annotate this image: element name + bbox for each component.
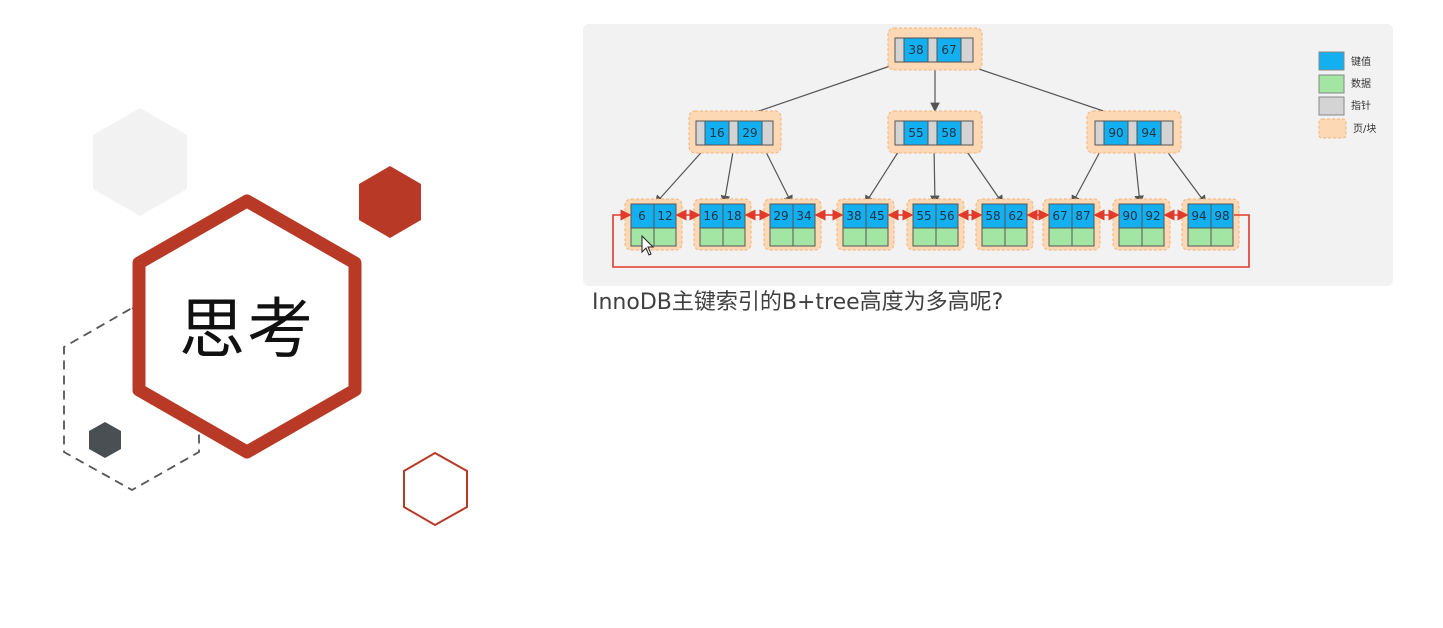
leaf-node-9: 94 98 (1181, 198, 1240, 251)
leaf-node-2: 16 18 (693, 198, 752, 251)
edge-node-55-58-to-leaf-55-56 (930, 145, 940, 206)
legend-pointer-swatch (1318, 96, 1345, 116)
internal-node-1: 16 29 (688, 110, 782, 154)
leaf-wraparound-link (612, 209, 1250, 268)
legend: 键值 数据 指针 页/块 (1318, 51, 1376, 139)
leaf-6-key-1: 58 (985, 209, 1000, 223)
leaf-3-key-2: 34 (796, 209, 811, 223)
internal-node-3: 90 94 (1086, 110, 1182, 154)
legend-label-pointer: 指针 (1351, 99, 1371, 112)
red-hexagon-frame (132, 194, 362, 459)
legend-label-key: 键值 (1351, 55, 1371, 68)
leaf-7-key-2: 87 (1075, 209, 1090, 223)
think-title: 思考 (179, 291, 315, 368)
mouse-cursor-icon (641, 234, 655, 256)
legend-label-data: 数据 (1351, 77, 1371, 90)
dark-small-hexagon (89, 422, 121, 458)
edge-node-16-29-to-leaf-16-18 (720, 145, 735, 206)
root-key-2: 67 (941, 43, 956, 57)
root-node: 38 67 (887, 27, 983, 71)
edge-node-55-58-to-leaf-58-62 (962, 145, 1004, 205)
leaf-6-key-2: 62 (1008, 209, 1023, 223)
leaf-4-key-1: 38 (846, 209, 861, 223)
leaf-8-key-1: 90 (1122, 209, 1137, 223)
leaf-1-key-2: 12 (657, 209, 672, 223)
edge-node-90-94-to-leaf-90-92 (1133, 145, 1144, 206)
decoration-layer (63, 108, 468, 527)
leaf-1-key-1: 6 (638, 209, 646, 223)
leaf-5-key-1: 55 (916, 209, 931, 223)
internal-3-key-1: 90 (1108, 126, 1123, 140)
red-small-hexagon (359, 166, 421, 238)
light-gray-hexagon (93, 108, 187, 216)
edge-node-16-29-to-leaf-6-12 (654, 145, 708, 205)
leaf-node-4: 38 45 (836, 198, 895, 251)
edge-node-90-94-to-leaf-94-98 (1162, 145, 1207, 205)
question-text: InnoDB主键索引的B+tree高度为多高呢? (592, 290, 1004, 315)
legend-key-swatch (1318, 51, 1345, 71)
leaf-9-key-2: 98 (1214, 209, 1229, 223)
edge-node-16-29-to-leaf-29-34 (762, 145, 793, 206)
leaf-2-key-2: 18 (726, 209, 741, 223)
leaf-2-key-1: 16 (703, 209, 718, 223)
btree-diagram: 38 67 16 29 55 58 (612, 27, 1376, 268)
leaf-5-key-2: 56 (939, 209, 954, 223)
internal-node-2: 55 58 (887, 110, 983, 154)
internal-2-key-1: 55 (908, 126, 923, 140)
internal-1-key-1: 16 (709, 126, 724, 140)
edge-node-55-58-to-leaf-38-45 (864, 145, 903, 206)
leaf-node-3: 29 34 (763, 198, 822, 251)
internal-2-key-2: 58 (941, 126, 956, 140)
leaf-3-key-1: 29 (773, 209, 788, 223)
legend-data-swatch (1318, 74, 1345, 94)
edge-node-90-94-to-leaf-67-87 (1071, 145, 1104, 206)
btree-diagram-panel: 38 67 16 29 55 58 (583, 24, 1393, 286)
root-key-1: 38 (908, 43, 923, 57)
leaf-9-key-1: 94 (1191, 209, 1206, 223)
internal-1-key-2: 29 (742, 126, 757, 140)
leaf-4-key-2: 45 (869, 209, 884, 223)
red-outline-hexagon (403, 451, 468, 527)
internal-3-key-2: 94 (1141, 126, 1156, 140)
leaf-node-1: 6 12 (624, 198, 683, 251)
leaf-8-key-2: 92 (1145, 209, 1160, 223)
leaf-7-key-1: 67 (1052, 209, 1067, 223)
leaf-node-7: 67 87 (1042, 198, 1101, 251)
leaf-node-6: 58 62 (975, 198, 1034, 251)
legend-label-page: 页/块 (1353, 123, 1376, 135)
leaf-node-5: 55 56 (906, 198, 965, 251)
leaf-node-8: 90 92 (1112, 198, 1171, 251)
legend-page-swatch (1318, 118, 1347, 139)
